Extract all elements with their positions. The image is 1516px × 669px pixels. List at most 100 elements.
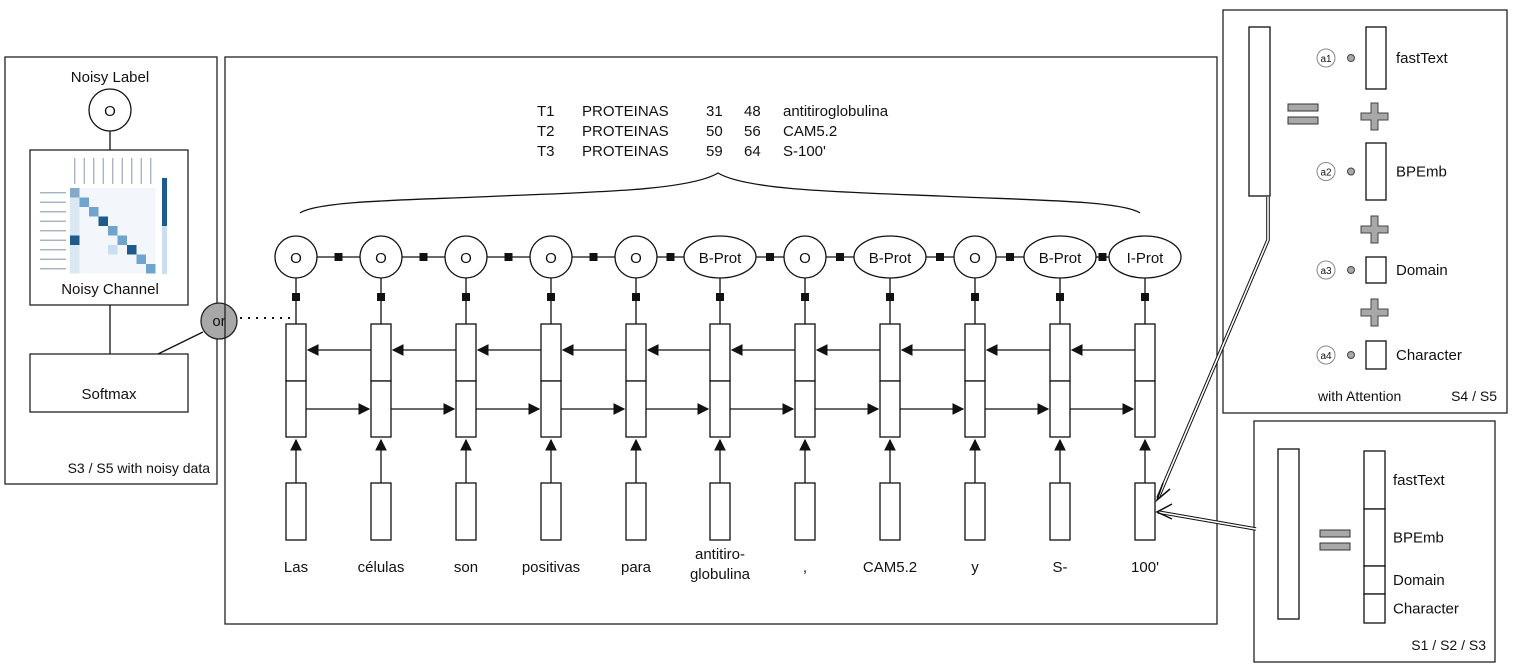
- backward-lstm-cell: [455, 323, 477, 382]
- token-word: células: [358, 559, 405, 576]
- token-word: son: [454, 559, 478, 576]
- crf-tag-label: B-Prot: [699, 250, 742, 267]
- softmax-label: Softmax: [81, 386, 137, 403]
- crf-emission-factor: [1141, 293, 1149, 301]
- crf-tag-label: I-Prot: [1127, 250, 1165, 267]
- heatmap-offdiag-cell: [108, 245, 118, 255]
- token-word: y: [971, 559, 979, 576]
- attention-weight-label: a1: [1320, 54, 1332, 65]
- noisy-panel-frame: [4, 56, 218, 485]
- plus-icon: [1360, 102, 1389, 131]
- attention-multiply-dot: [1347, 167, 1355, 176]
- annotation-start: 59: [706, 143, 723, 160]
- annotation-id: T3: [537, 143, 555, 160]
- attention-arrowhead: [1155, 482, 1171, 503]
- token-embedding: [879, 482, 901, 541]
- attention-embedding-vector: [1365, 340, 1387, 370]
- token-embedding: [625, 482, 647, 541]
- heatmap-diag-cell: [98, 216, 108, 226]
- heatmap-diag-cell: [79, 197, 89, 207]
- noisy-channel-box: [29, 149, 189, 306]
- concat-embedding-label: fastText: [1393, 472, 1446, 489]
- crf-tag-label: B-Prot: [869, 250, 912, 267]
- crf-emission-factor: [716, 293, 724, 301]
- attention-to-input-arrow-outline: [1156, 197, 1270, 499]
- forward-lstm-cell: [794, 380, 816, 438]
- annotation-start: 31: [706, 103, 723, 120]
- attention-multiply-dot: [1347, 54, 1355, 62]
- softmax-to-or: [157, 331, 204, 355]
- concat-embedding-segment: [1363, 508, 1386, 567]
- backward-lstm-cell: [540, 323, 562, 382]
- backward-lstm-cell: [709, 323, 731, 382]
- concat-embedding-label: Character: [1393, 601, 1459, 618]
- crf-factor: [589, 253, 598, 261]
- backward-lstm-cell: [794, 323, 816, 382]
- forward-lstm-cell: [540, 380, 562, 438]
- crf-factor: [666, 253, 675, 261]
- crf-factor: [1006, 253, 1014, 261]
- concat-caption: S1 / S2 / S3: [1411, 637, 1486, 653]
- token-word: CAM5.2: [863, 559, 917, 576]
- crf-tag-label: O: [799, 250, 811, 267]
- heatmap-colorbar-low: [162, 226, 167, 274]
- or-node: [200, 302, 238, 340]
- annotation-end: 56: [744, 123, 761, 140]
- annotation-brace: [299, 172, 1141, 214]
- attention-weight-badge: [1316, 260, 1336, 280]
- attention-weight-badge: [1316, 345, 1336, 365]
- token-embedding: [1134, 482, 1156, 541]
- heatmap-diag-cell: [146, 264, 156, 274]
- equals-sign-2: [1319, 529, 1351, 551]
- crf-tag-label: O: [545, 250, 557, 267]
- concat-arrowhead: [1155, 503, 1173, 520]
- annotation-text: S-100': [783, 143, 826, 160]
- attention-embedding-label: Domain: [1396, 262, 1448, 279]
- annotation-end: 48: [744, 103, 761, 120]
- heatmap-col-cell: [70, 264, 80, 274]
- crf-tag-label: B-Prot: [1039, 250, 1082, 267]
- attention-to-input-arrow: [1157, 197, 1269, 499]
- plus-icon: [1360, 298, 1389, 327]
- concat-embedding-label: Domain: [1393, 572, 1445, 589]
- crf-emission-factor: [971, 293, 979, 301]
- attention-embedding-vector: [1365, 256, 1387, 284]
- annotation-text: antitiroglobulina: [783, 103, 889, 120]
- heatmap-diag-cell: [117, 235, 127, 245]
- noisy-channel-panel: Noisy Label O Noisy Channel Softmax S3 /…: [4, 56, 292, 485]
- heatmap-col-cell: [70, 226, 80, 236]
- token-word: Las: [284, 559, 308, 576]
- heatmap-col-cell: [70, 216, 80, 226]
- token-word: positivas: [522, 559, 580, 576]
- annotation-type: PROTEINAS: [582, 103, 669, 120]
- forward-lstm-cell: [879, 380, 901, 438]
- attention-multiply-dot: [1347, 351, 1355, 359]
- forward-lstm-cell: [285, 380, 307, 438]
- crf-factor: [504, 253, 513, 261]
- attention-weight-badge: [1316, 162, 1336, 181]
- crf-emission-factor: [1056, 293, 1064, 301]
- annotation-type: PROTEINAS: [582, 143, 669, 160]
- token-word: para: [621, 559, 652, 576]
- annotation-start: 50: [706, 123, 723, 140]
- crf-tag-label: O: [375, 250, 387, 267]
- attention-multiply-dot: [1347, 266, 1355, 274]
- crf-tag-label: O: [460, 250, 472, 267]
- concat-embedding-segment: [1363, 565, 1386, 595]
- token-embedding: [370, 482, 392, 541]
- token-embedding: [1049, 482, 1071, 541]
- heatmap-col-cell: [70, 207, 80, 217]
- or-label: or: [212, 313, 225, 330]
- crf-emission-factor: [547, 293, 555, 301]
- crf-emission-factor: [801, 293, 809, 301]
- forward-lstm-cell: [370, 380, 392, 438]
- attention-weight-label: a2: [1320, 168, 1332, 179]
- concat-embedding-segment: [1363, 593, 1386, 624]
- forward-lstm-cell: [709, 380, 731, 438]
